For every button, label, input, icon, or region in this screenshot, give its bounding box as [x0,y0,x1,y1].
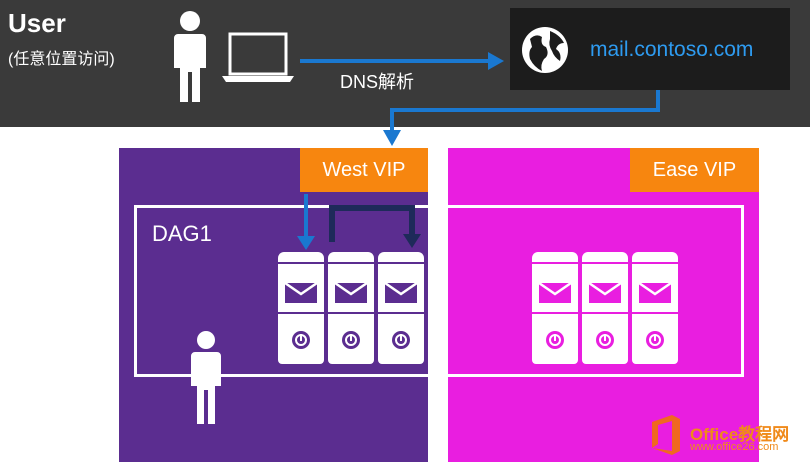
east-vip-box: Ease VIP [630,148,759,192]
user-icon [174,11,206,102]
user-title: User [8,8,66,38]
mail-server-icon [582,252,628,364]
mail-server-icon [532,252,578,364]
power-icon [392,331,410,349]
vip-to-server-arrows [297,194,421,250]
power-icon [342,331,360,349]
west-vip-box: West VIP [300,148,428,192]
power-icon [292,331,310,349]
watermark-url: www.office26.com [690,441,779,453]
globe-icon [522,27,568,73]
west-datacenter-panel [119,148,428,462]
west-vip-label: West VIP [322,159,406,181]
dns-arrow [300,52,504,70]
east-server-group [532,252,678,364]
laptop-icon [222,32,294,82]
mail-server-icon [378,252,424,364]
mail-server-icon [632,252,678,364]
power-icon [546,331,564,349]
dns-to-west-arrow [383,90,660,146]
admin-user-icon [191,331,221,424]
power-icon [646,331,664,349]
mail-server-icon [278,252,324,364]
dag-label: DAG1 [152,221,212,246]
user-subtitle: (任意位置访问) [8,51,115,68]
dns-label: DNS解析 [340,72,415,92]
mail-server-icon [328,252,374,364]
watermark-brand: Office教程网 [690,425,790,444]
west-server-group [278,252,424,364]
power-icon [596,331,614,349]
office-logo-icon [652,415,680,455]
dag-boundary [134,205,744,377]
domain-name: mail.contoso.com [590,38,754,61]
east-vip-label: Ease VIP [652,159,737,181]
